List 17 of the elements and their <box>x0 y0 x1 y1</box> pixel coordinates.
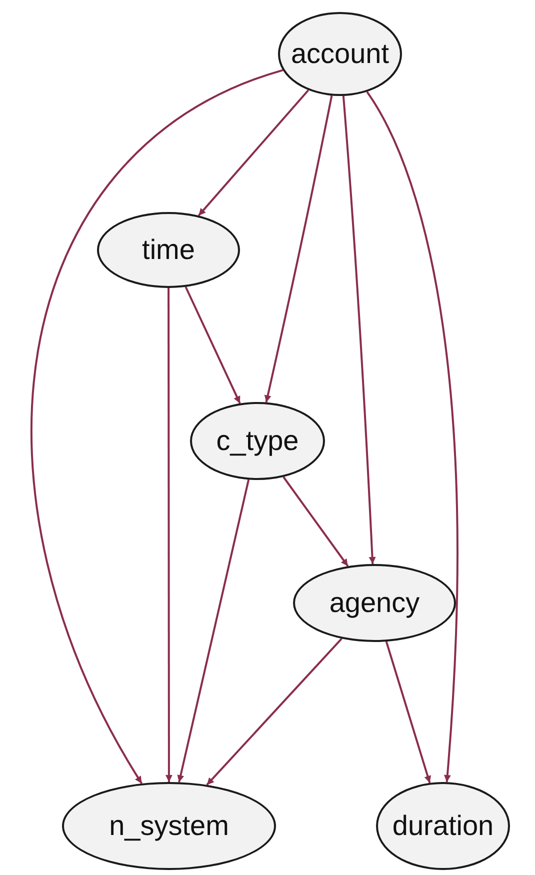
arrow <box>282 476 349 567</box>
node-label: n_system <box>109 810 229 842</box>
arrow <box>30 69 284 784</box>
node-label: account <box>290 38 390 70</box>
arrow <box>264 95 333 403</box>
arrow <box>165 288 172 782</box>
arrow <box>177 479 250 782</box>
arrow <box>206 638 342 786</box>
arrow <box>385 641 432 784</box>
arrow <box>342 96 376 564</box>
node-label: agency <box>329 587 420 619</box>
node-label: duration <box>392 810 494 842</box>
node-label: c_type <box>216 425 299 457</box>
node-label: time <box>142 234 195 266</box>
arrow <box>366 91 458 782</box>
arrow <box>198 89 310 216</box>
arrow <box>184 286 241 404</box>
